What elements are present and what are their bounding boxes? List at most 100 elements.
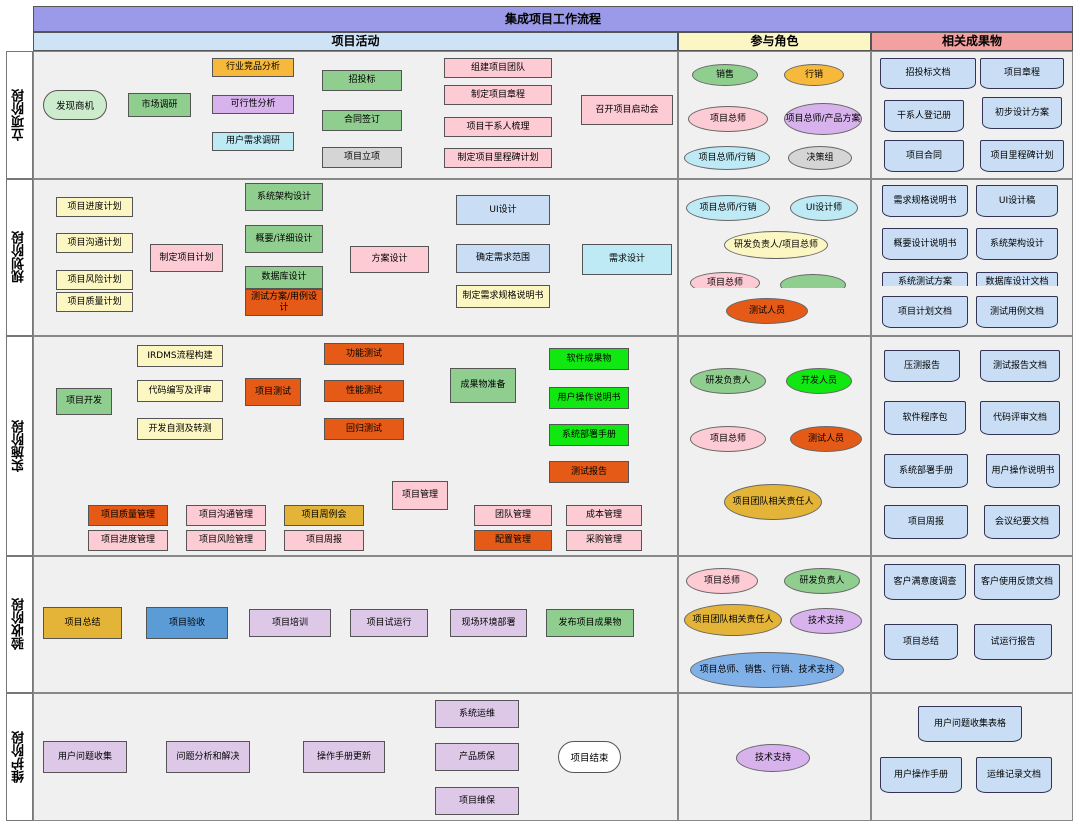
node-collect-issues[interactable]: 用户问题收集 [43,741,127,773]
node-contract-signing[interactable]: 合同签订 [322,110,402,131]
node-build-team[interactable]: 组建项目团队 [444,58,552,78]
node-spec-doc[interactable]: 制定需求规格说明书 [456,285,550,308]
node-release-deliverables[interactable]: 发布项目成果物 [546,609,634,637]
node-deploy-manual[interactable]: 系统部署手册 [549,424,629,446]
node-user-needs-research[interactable]: 用户需求调研 [212,132,294,151]
node-update-manual[interactable]: 操作手册更新 [303,741,385,773]
output-initial-design: 初步设计方案 [982,97,1062,129]
node-quality-mgmt[interactable]: 项目质量管理 [88,505,168,526]
role-chief-engineer-4: 项目总师 [686,568,758,594]
output-trial-report: 试运行报告 [974,624,1052,660]
node-user-manual[interactable]: 用户操作说明书 [549,387,629,409]
node-func-test[interactable]: 功能测试 [324,343,404,365]
output-charter: 项目章程 [980,58,1064,89]
node-project-initiation[interactable]: 项目立项 [322,147,402,168]
output-user-manual-2: 用户操作手册 [880,757,962,793]
node-detail-design[interactable]: 概要/详细设计 [245,225,323,253]
node-feasibility-analysis[interactable]: 可行性分析 [212,95,294,114]
node-ui-design[interactable]: UI设计 [456,195,550,225]
node-risk-mgmt[interactable]: 项目风险管理 [186,530,266,551]
role-developer: 开发人员 [786,368,852,394]
node-regression-test[interactable]: 回归测试 [324,418,404,440]
node-cost-mgmt[interactable]: 成本管理 [566,505,642,526]
node-site-deploy[interactable]: 现场环境部署 [450,609,527,637]
node-project-end[interactable]: 项目结束 [558,741,621,773]
node-trial-run[interactable]: 项目试运行 [350,609,428,637]
output-test-plan: 系统测试方案 [882,272,968,286]
node-team-mgmt[interactable]: 团队管理 [474,505,552,526]
node-maintenance[interactable]: 项目维保 [435,787,519,815]
role-tester: 测试人员 [726,298,808,324]
phase-label-maintenance: 维护阶段 [6,693,33,821]
node-test-design[interactable]: 测试方案/用例设计 [245,289,323,316]
node-project-summary[interactable]: 项目总结 [43,607,122,639]
node-industry-analysis[interactable]: 行业竞品分析 [212,58,294,77]
node-arch-design[interactable]: 系统架构设计 [245,183,323,211]
node-milestone-plan[interactable]: 制定项目里程碑计划 [444,148,552,168]
node-software-deliverable[interactable]: 软件成果物 [549,348,629,370]
node-requirement-design[interactable]: 需求设计 [582,244,672,275]
output-satisfaction-survey: 客户满意度调查 [884,564,966,600]
node-analyze-issues[interactable]: 问题分析和解决 [166,741,250,773]
node-project-training[interactable]: 项目培训 [249,609,331,637]
output-outline-design-spec: 概要设计说明书 [882,228,968,260]
output-test-report-doc: 测试报告文档 [980,350,1060,382]
role-chief-sales-support: 项目总师、销售、行销、技术支持 [690,652,844,688]
role-chief-engineer: 项目总师 [688,106,768,132]
node-discover-opportunity[interactable]: 发现商机 [43,90,107,120]
phase-label-implementation: 实施阶段 [6,336,33,556]
node-test-report[interactable]: 测试报告 [549,461,629,483]
role-marketing: 行销 [784,64,844,86]
output-milestone-plan: 项目里程碑计划 [980,140,1064,172]
node-deliverable-prep[interactable]: 成果物准备 [450,368,516,403]
node-schedule-plan[interactable]: 项目进度计划 [56,197,133,217]
node-project-test[interactable]: 项目测试 [245,378,301,406]
node-project-mgmt[interactable]: 项目管理 [392,481,448,510]
node-coding-review[interactable]: 代码编写及评审 [137,380,223,402]
node-kickoff-meeting[interactable]: 召开项目启动会 [581,95,673,125]
output-ui-draft: UI设计稿 [976,185,1058,217]
node-stakeholder-sort[interactable]: 项目干系人梳理 [444,117,552,137]
output-contract: 项目合同 [884,140,964,172]
output-arch-design: 系统架构设计 [976,228,1058,260]
node-make-plan[interactable]: 制定项目计划 [150,244,223,272]
node-irdms[interactable]: IRDMS流程构建 [137,345,223,367]
node-config-mgmt[interactable]: 配置管理 [474,530,552,551]
role-chief-marketing-2: 项目总师/行销 [686,195,770,221]
node-solution-design[interactable]: 方案设计 [350,246,429,273]
node-weekly-meeting[interactable]: 项目周例会 [284,505,364,526]
role-chief-marketing: 项目总师/行销 [684,146,770,170]
role-tester-2: 测试人员 [790,426,862,452]
node-project-dev[interactable]: 项目开发 [56,388,112,415]
output-stress-report: 压测报告 [884,350,960,382]
role-chief-product: 项目总师/产品方案 [784,103,862,135]
node-confirm-scope[interactable]: 确定需求范围 [456,244,550,273]
role-tech-support: 技术支持 [790,608,862,634]
node-risk-plan[interactable]: 项目风险计划 [56,270,133,290]
output-db-design-doc: 数据库设计文档 [976,272,1058,286]
node-warranty[interactable]: 产品质保 [435,743,519,771]
node-perf-test[interactable]: 性能测试 [324,380,404,402]
node-schedule-mgmt[interactable]: 项目进度管理 [88,530,168,551]
output-stakeholder-register: 干系人登记册 [884,100,964,132]
output-ops-record: 运维记录文档 [976,757,1052,793]
roles-clipped-row: 项目总师 [686,270,862,288]
phase-label-acceptance: 验收阶段 [6,556,33,693]
node-market-research[interactable]: 市场调研 [128,93,191,117]
output-project-summary: 项目总结 [884,624,958,660]
node-system-ops[interactable]: 系统运维 [435,700,519,728]
node-purchase-mgmt[interactable]: 采购管理 [566,530,642,551]
node-weekly-report[interactable]: 项目周报 [284,530,364,551]
node-self-test[interactable]: 开发自测及转测 [137,418,223,440]
node-comm-mgmt[interactable]: 项目沟通管理 [186,505,266,526]
output-bid-doc: 招投标文档 [880,58,976,89]
column-header-activities: 项目活动 [33,32,678,51]
node-quality-plan[interactable]: 项目质量计划 [56,292,133,312]
role-ui-designer: UI设计师 [790,195,858,221]
node-bidding[interactable]: 招投标 [322,70,402,91]
output-feedback-doc: 客户使用反馈文档 [974,564,1060,600]
node-comm-plan[interactable]: 项目沟通计划 [56,233,133,253]
node-project-acceptance[interactable]: 项目验收 [146,607,228,639]
node-db-design[interactable]: 数据库设计 [245,266,323,289]
node-project-charter[interactable]: 制定项目章程 [444,85,552,105]
